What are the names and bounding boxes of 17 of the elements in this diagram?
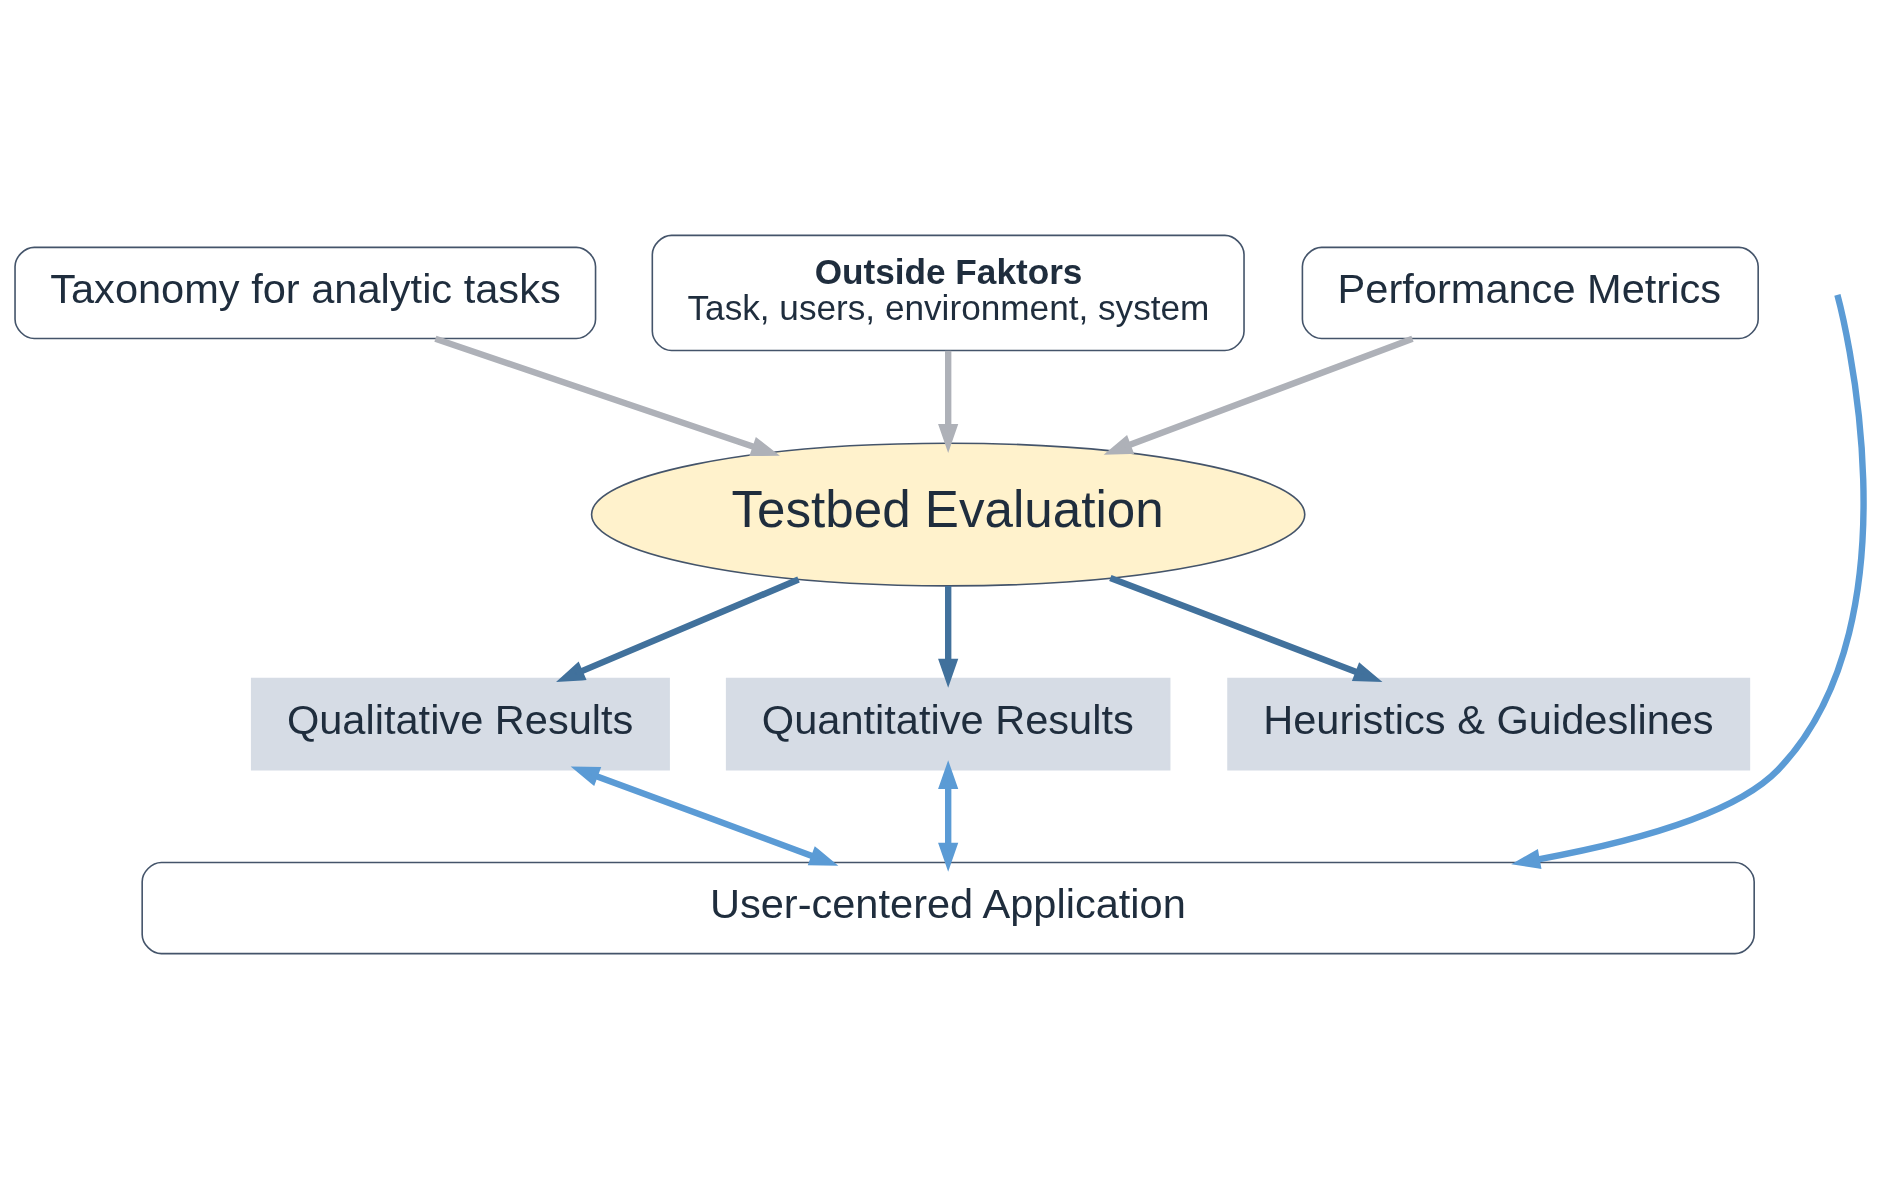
node-ellipse: Testbed Evaluation	[590, 441, 1306, 587]
node-box: Qualitative Results	[250, 677, 670, 770]
arrow	[1511, 293, 1867, 869]
arrow	[938, 759, 959, 872]
arrow	[938, 585, 959, 688]
node-box: Quantitative Results	[725, 677, 1171, 770]
arrow	[938, 350, 959, 453]
arrow	[434, 335, 780, 456]
node-box: Heuristics & Guideslines	[1227, 677, 1751, 770]
arrow	[1103, 335, 1414, 455]
node-box: Taxonomy for analytic tasks	[14, 246, 597, 339]
node-box: Performance Metrics	[1301, 246, 1759, 339]
arrow	[570, 766, 839, 866]
node-box: User-centered Application	[141, 861, 1755, 954]
arrow	[1109, 574, 1383, 682]
arrow	[556, 576, 800, 682]
node-box: Outside Faktors Task, users, environment, system	[651, 234, 1245, 351]
